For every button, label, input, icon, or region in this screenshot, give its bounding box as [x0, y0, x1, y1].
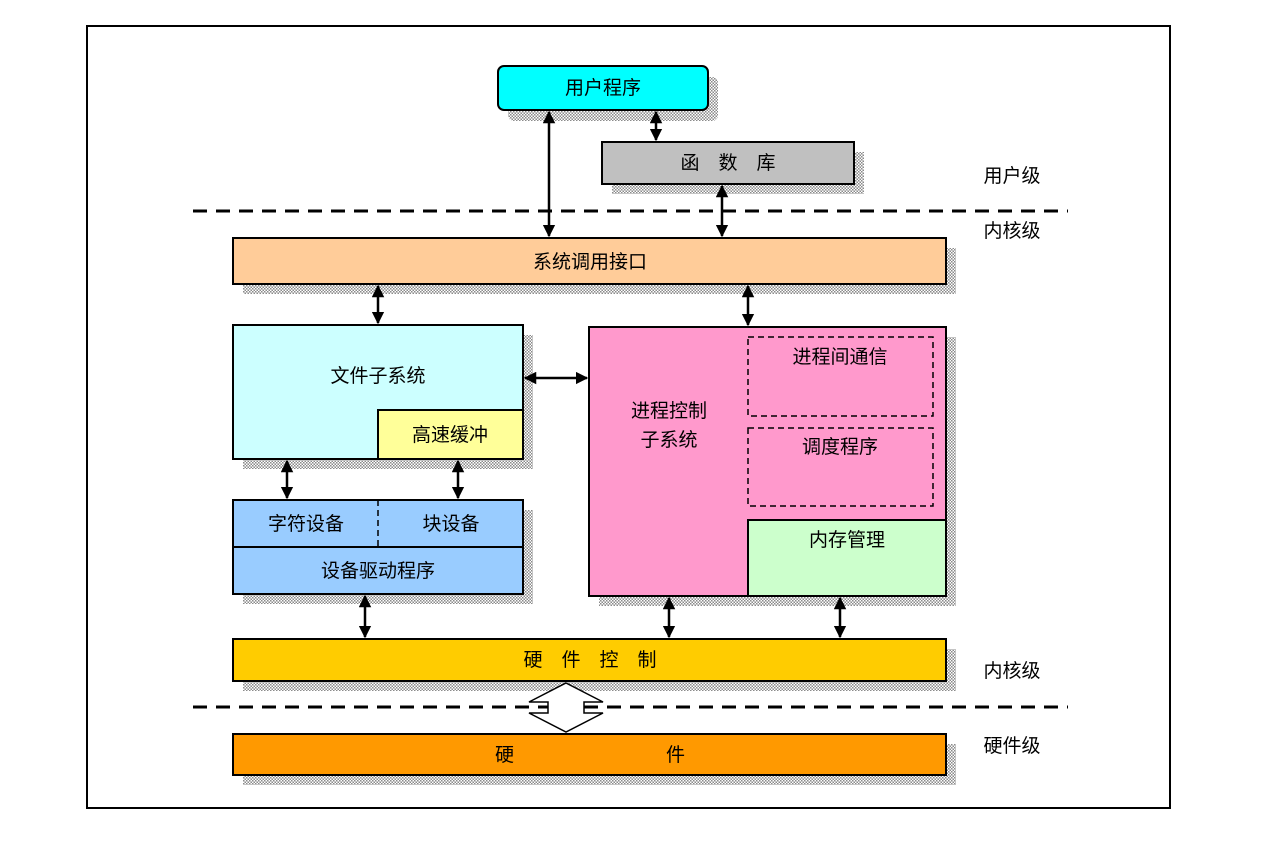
- diagram-frame: [86, 25, 1171, 809]
- hardware-level-label: 硬件级: [983, 735, 1040, 757]
- user-level-label: 用户级: [983, 165, 1040, 187]
- scheduler-label: 调度程序: [802, 436, 878, 458]
- hardware-control-box: 硬 件 控 制: [232, 638, 956, 691]
- syscall-interface-box: 系统调用接口: [232, 237, 956, 294]
- device-box: 字符设备 块设备 设备驱动程序: [232, 499, 533, 604]
- ipc-rect: [747, 336, 934, 417]
- cache-label: 高速缓冲: [412, 424, 488, 446]
- function-library-label: 函 数 库: [680, 152, 775, 174]
- ipc-label: 进程间通信: [792, 346, 887, 368]
- user-program-label: 用户程序: [565, 77, 641, 99]
- syscall-interface-rect: [232, 237, 947, 285]
- function-library-rect: [601, 141, 855, 185]
- device-driver-label: 设备驱动程序: [321, 560, 435, 582]
- block-device-label: 块设备: [422, 513, 479, 535]
- memory-management-rect: [747, 519, 947, 597]
- char-device-label: 字符设备: [268, 513, 344, 535]
- memory-management-label: 内存管理: [809, 529, 885, 551]
- process-control-label-2: 子系统: [640, 429, 697, 451]
- file-subsystem-label: 文件子系统: [330, 365, 425, 387]
- hardware-control-rect: [232, 638, 947, 682]
- kernel-level-bottom-label: 内核级: [983, 660, 1040, 682]
- file-subsystem-box: 文件子系统 高速缓冲: [232, 324, 533, 469]
- function-library-box: 函 数 库: [601, 141, 864, 194]
- scheduler-rect: [747, 427, 934, 507]
- hardware-label: 硬 件: [495, 744, 685, 766]
- cache-rect: [377, 409, 524, 460]
- kernel-level-top-label: 内核级: [983, 220, 1040, 242]
- hardware-interface-arrow: [528, 682, 604, 733]
- hardware-control-label: 硬 件 控 制: [523, 649, 656, 671]
- process-control-label-1: 进程控制: [631, 400, 707, 422]
- hardware-box: 硬 件: [232, 733, 956, 785]
- process-control-box: 进程控制 子系统 进程间通信 调度程序 内存管理: [588, 326, 956, 606]
- syscall-interface-label: 系统调用接口: [533, 251, 647, 273]
- user-program-rect: [497, 65, 709, 111]
- hardware-rect: [232, 733, 947, 776]
- device-driver-rect: [232, 546, 524, 595]
- user-program-box: 用户程序: [497, 65, 718, 121]
